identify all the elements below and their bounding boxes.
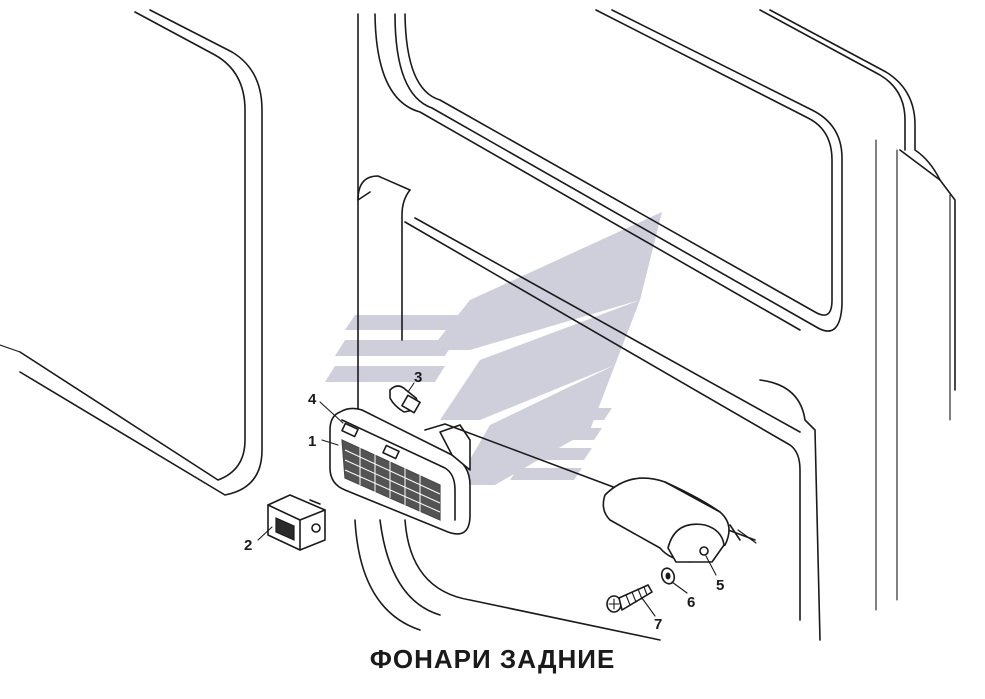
watermark-logo-icon [325,212,662,485]
rear-lamp-housing [329,407,756,541]
callout-4: 4 [308,391,317,408]
callout-6: 6 [687,594,695,611]
screw [606,584,653,613]
callout-1: 1 [308,433,316,450]
license-plate-light [602,477,741,563]
bulb [389,385,421,414]
callout-5: 5 [716,577,724,594]
washer [660,567,676,585]
callout-2: 2 [244,537,252,554]
leader-lines [257,382,757,617]
vehicle-body-outline [0,9,956,641]
toggle-switch [267,494,326,551]
callout-3: 3 [414,369,422,386]
page-title: ФОНАРИ ЗАДНИЕ [369,644,616,674]
callout-numbers: 1 2 3 4 5 6 7 [244,369,724,633]
callout-7: 7 [654,616,662,633]
lamp-lens [341,439,441,521]
